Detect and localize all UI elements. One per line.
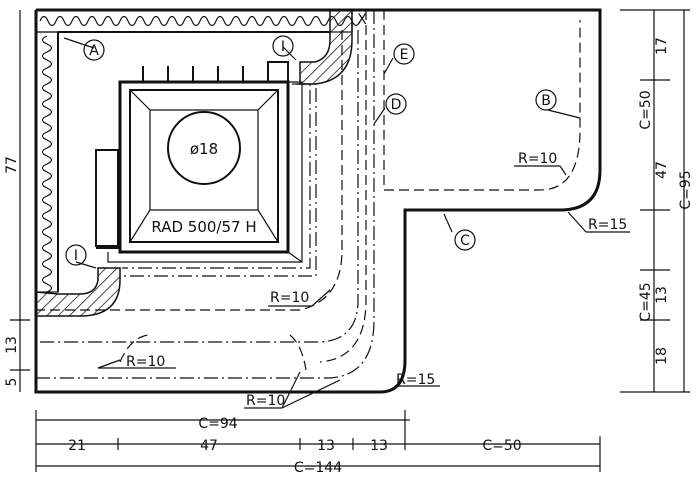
marker-a-label: A — [89, 43, 99, 59]
dimension-lines — [10, 9, 690, 472]
marker-b — [535, 89, 557, 111]
stove-body — [95, 61, 303, 263]
leader-lines — [63, 37, 630, 409]
marker-c — [454, 229, 476, 251]
marker-i-top-label: I — [281, 39, 285, 55]
dim-47: 47 — [200, 438, 218, 454]
dim-c144: C=144 — [294, 460, 342, 476]
dim-21: 21 — [68, 438, 86, 454]
hatched-corner-left — [35, 267, 121, 317]
dim-47-right: 47 — [654, 161, 670, 179]
marker-i-top — [272, 35, 294, 57]
dim-13a: 13 — [317, 438, 335, 454]
dim-17: 17 — [654, 37, 670, 55]
radius-label-6: R=15 — [588, 217, 627, 233]
insulation-left — [35, 31, 59, 293]
hatched-corner-top — [299, 9, 353, 85]
marker-a — [83, 39, 105, 61]
marker-d-label: D — [391, 97, 402, 113]
marker-b-label: B — [541, 93, 551, 109]
marker-e — [393, 43, 415, 65]
offset-lines — [36, 10, 581, 379]
dim-c45: C=45 — [638, 282, 654, 321]
dim-13-right: 13 — [654, 286, 670, 304]
dim-5: 5 — [4, 378, 20, 387]
radiator-label: RAD 500/57 H — [151, 218, 256, 236]
dim-77: 77 — [4, 156, 20, 174]
marker-i-left — [65, 244, 87, 266]
dim-c95: C=95 — [678, 170, 694, 209]
radius-label-3: R=10 — [246, 393, 285, 409]
marker-d — [385, 93, 407, 115]
marker-c-label: C — [460, 233, 470, 249]
flue-diameter-label: ø18 — [190, 140, 218, 158]
dim-13-left: 13 — [4, 336, 20, 354]
dim-c50-right: C=50 — [638, 90, 654, 129]
inner-wall — [57, 31, 330, 292]
marker-e-label: E — [400, 47, 409, 63]
marker-x-label: X — [357, 12, 367, 28]
radius-label-2: R=10 — [270, 290, 309, 306]
radius-label-1: R=10 — [126, 354, 165, 370]
radius-label-5: R=10 — [518, 151, 557, 167]
flue-circle — [167, 111, 241, 185]
dim-c94: C=94 — [198, 416, 237, 432]
insulation-top — [35, 9, 361, 33]
marker-i-left-label: I — [74, 248, 78, 264]
dim-13b: 13 — [370, 438, 388, 454]
radius-label-4: R=15 — [396, 372, 435, 388]
dim-18: 18 — [654, 347, 670, 365]
dim-c50-bottom: C=50 — [482, 438, 521, 454]
